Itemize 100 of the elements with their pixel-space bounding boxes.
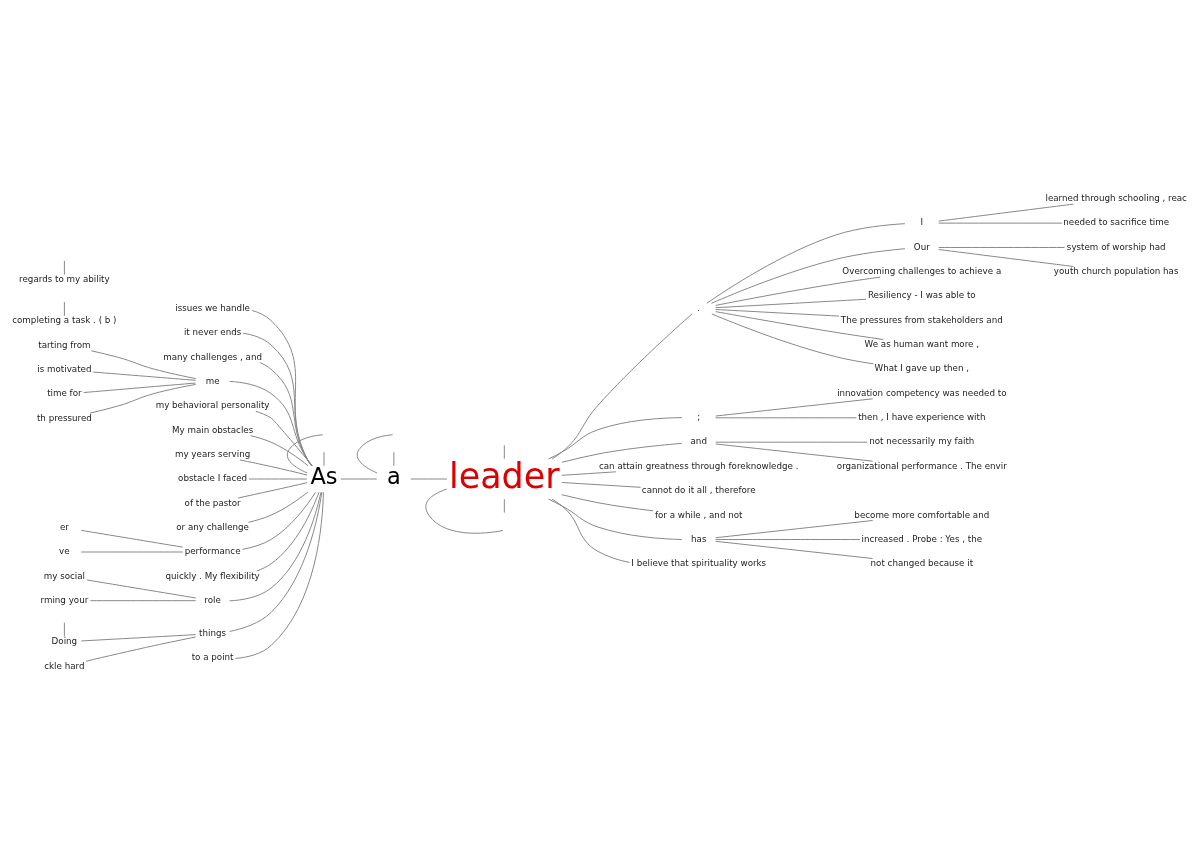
connector [229, 491, 322, 602]
connector [80, 634, 197, 642]
node-text: The pressures from stakeholders and [840, 314, 1003, 325]
node-text: me [205, 375, 220, 386]
node-text: and [690, 436, 707, 447]
connector [229, 491, 323, 632]
node-text: has [691, 533, 707, 544]
connector [90, 350, 197, 380]
node-text: it never ends [183, 327, 242, 338]
node-text: for a while , and not [654, 509, 743, 520]
node-text: to a point [191, 652, 234, 663]
connector [242, 332, 312, 467]
connector [715, 540, 874, 560]
connector [548, 498, 683, 540]
node-text: is motivated [37, 364, 92, 375]
connector [80, 529, 184, 548]
connector [259, 362, 313, 467]
connector [715, 417, 857, 419]
connector [938, 246, 1066, 248]
connector [248, 478, 308, 480]
node-text: increased . Probe : Yes , the [861, 533, 983, 544]
connector [92, 371, 197, 381]
connector [393, 451, 395, 467]
node-text: rming your [40, 594, 89, 605]
node-text: of the pastor [184, 497, 241, 508]
connector [715, 441, 868, 443]
node-text: leader [449, 455, 560, 496]
connector [251, 310, 312, 467]
connector [234, 491, 324, 659]
node-text: er [59, 521, 69, 532]
node-text: Resiliency - I was able to [867, 290, 976, 301]
connector [239, 459, 308, 476]
node-text: tarting from [38, 339, 91, 350]
connector [323, 451, 325, 467]
node-text: As [310, 463, 338, 490]
connector [561, 494, 654, 512]
connector [561, 471, 617, 476]
connector [715, 298, 867, 309]
node-text: cannot do it all , therefore [641, 485, 756, 496]
node-text: my years serving [174, 448, 251, 459]
node-text: ve [59, 546, 70, 557]
connector [503, 444, 505, 460]
connector [503, 498, 505, 514]
connector [715, 311, 884, 340]
node-text: My main obstacles [171, 424, 254, 435]
node-text: many challenges , and [163, 351, 263, 362]
connector [356, 434, 394, 474]
node-text: can attain greatness through foreknowledge . [598, 460, 799, 471]
node-text: or any challenge [176, 521, 249, 532]
connector [715, 443, 874, 462]
connector [237, 482, 308, 499]
connector [89, 600, 197, 602]
node-text: What I gave up then , [874, 363, 970, 374]
connector [551, 313, 693, 460]
node-text: a [387, 463, 401, 490]
connector [715, 309, 840, 317]
node-text: obstacle I faced [178, 473, 248, 484]
node-text: role [204, 594, 221, 605]
node-text: th pressured [36, 412, 92, 423]
connector [938, 203, 1074, 222]
connector [715, 539, 861, 540]
node-text: then , I have experience with [858, 412, 986, 423]
connector [340, 478, 378, 480]
node-text: ckle hard [44, 660, 85, 671]
connector [711, 313, 874, 365]
connector [286, 434, 324, 474]
node-text: needed to sacrifice time [1063, 217, 1170, 228]
node-text: my social [43, 570, 86, 581]
node-text: . [697, 302, 701, 313]
node-text: system of worship had [1066, 241, 1166, 252]
connector [256, 491, 320, 572]
connector [247, 491, 309, 523]
connector [255, 410, 313, 467]
connector [83, 382, 197, 394]
node-text: my behavioral personality [155, 400, 270, 411]
node-text: things [199, 628, 227, 639]
connector [938, 249, 1074, 267]
node-text: youth church population has [1053, 266, 1179, 277]
node-text: not changed because it [870, 558, 974, 569]
connector [80, 551, 184, 553]
node-text: innovation competency was needed to [837, 387, 1007, 398]
node-text: Doing [51, 636, 78, 647]
node-text: issues we handle [175, 302, 250, 313]
node-text: I believe that spirituality works [631, 558, 767, 569]
connector [561, 482, 642, 488]
connector [85, 636, 197, 662]
node-text: organizational performance . The envir [836, 460, 1007, 471]
connector [551, 498, 631, 563]
connector [706, 223, 906, 304]
connector [86, 579, 197, 599]
connector [561, 442, 683, 463]
node-text: Overcoming challenges to achieve a [842, 266, 1002, 277]
node-text: learned through schooling , reac [1045, 193, 1187, 204]
node-text: We as human want more , [864, 339, 980, 350]
node-text: regards to my ability [19, 274, 110, 285]
connector [410, 478, 448, 480]
connector [63, 260, 65, 276]
connector [548, 417, 683, 460]
node-text: Our [913, 241, 930, 252]
node-text: quickly . My flexibility [165, 570, 260, 581]
